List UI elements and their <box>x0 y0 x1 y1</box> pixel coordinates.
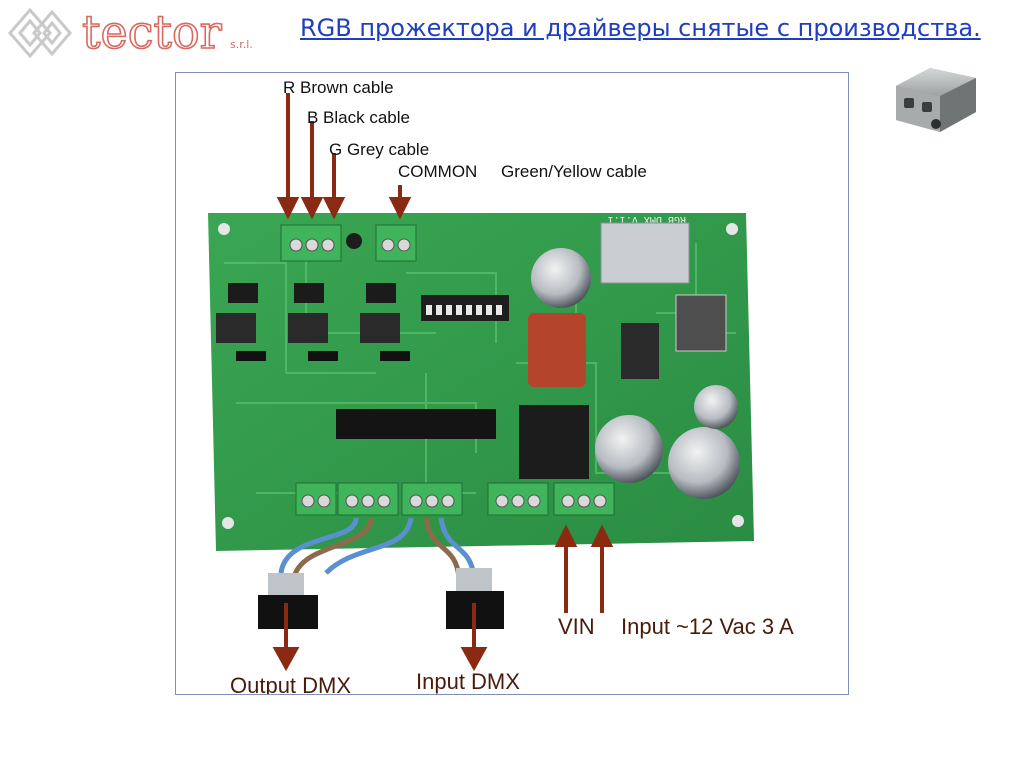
tector-logo: tector s.r.l. <box>4 4 274 62</box>
terminal-blocks-bottom <box>295 482 615 516</box>
annotation-arrows <box>272 93 614 672</box>
g-cable-label: G Grey cable <box>329 140 430 159</box>
red-film-capacitor <box>528 313 586 387</box>
capacitor-small <box>694 385 738 429</box>
vin-label: VIN <box>558 614 595 639</box>
logo-suffix: s.r.l. <box>230 38 253 51</box>
dip-switch <box>421 295 509 321</box>
r-cable-label: R Brown cable <box>283 78 394 97</box>
power-transistor <box>621 323 659 379</box>
terminal-block-rgb <box>280 224 362 262</box>
terminal-block-common <box>375 224 417 262</box>
output-dmx-label: Output DMX <box>230 673 352 695</box>
capacitor-bottom-1 <box>595 415 663 483</box>
enclosure-image <box>890 60 980 138</box>
b-cable-label: B Black cable <box>307 108 410 127</box>
capacitor-top <box>531 248 591 308</box>
pcb-photo-frame: RGB DMX v.1.1 <box>175 72 849 695</box>
bridge-rectifier <box>519 405 589 479</box>
common-label: COMMON <box>398 162 478 181</box>
input-dmx-label: Input DMX <box>416 669 520 694</box>
driver-channels <box>216 283 410 361</box>
page-title-link[interactable]: RGB прожектора и драйверы снятые с произ… <box>300 14 981 42</box>
tector-logo-mark: tector s.r.l. <box>8 4 253 60</box>
capacitor-bottom-2 <box>668 427 740 499</box>
regulator-ic <box>675 294 727 352</box>
input-voltage-label: Input ~12 Vac 3 A <box>621 614 794 639</box>
silkscreen-version: RGB DMX v.1.1 <box>608 214 686 225</box>
dip-switch-levers <box>426 305 502 315</box>
heatsink <box>600 222 690 284</box>
microcontroller <box>336 409 496 439</box>
pcb-illustration: RGB DMX v.1.1 <box>208 93 754 672</box>
common-cable-label: Green/Yellow cable <box>501 162 647 181</box>
logo-text: tector <box>82 5 222 59</box>
